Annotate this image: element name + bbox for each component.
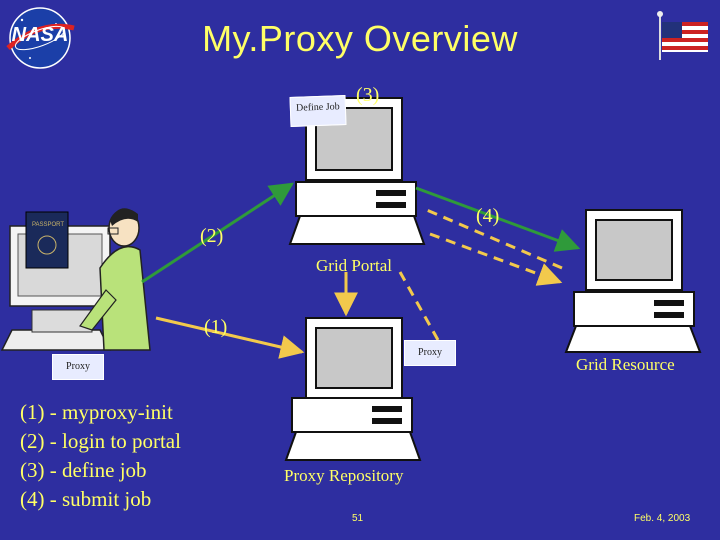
step1-label: (1) bbox=[204, 316, 228, 338]
proxy-note-right: Proxy bbox=[404, 340, 456, 366]
grid-portal-label: Grid Portal bbox=[316, 256, 393, 275]
nasa-logo-text: NASA bbox=[11, 24, 69, 46]
proxy-repository-computer-icon bbox=[284, 317, 422, 461]
step-item: (3) - define job bbox=[20, 458, 147, 482]
step2-label: (2) bbox=[200, 225, 224, 247]
footer-date: Feb. 4, 2003 bbox=[634, 513, 691, 524]
proxy-note-left: Proxy bbox=[52, 354, 104, 380]
step-item: (2) - login to portal bbox=[20, 429, 181, 453]
arrow-login-portal bbox=[141, 182, 295, 284]
slide-title: My.Proxy Overview bbox=[202, 18, 518, 59]
grid-portal-computer-icon bbox=[288, 97, 426, 245]
page-number: 51 bbox=[352, 513, 364, 524]
grid-resource-computer-icon bbox=[564, 209, 702, 353]
step-item: (1) - myproxy-init bbox=[20, 400, 173, 424]
define-job-label: Define Job bbox=[295, 101, 340, 114]
define-job-note: Define Job bbox=[289, 95, 347, 127]
proxy-label-right: Proxy bbox=[418, 347, 442, 358]
passport-label: PASSPORT bbox=[31, 222, 65, 228]
arrow-dashed-repository-portal bbox=[398, 271, 440, 341]
nasa-logo-icon bbox=[6, 7, 75, 69]
proxy-repository-label: Proxy Repository bbox=[284, 466, 404, 485]
arrow-dashed-resource-portal bbox=[421, 206, 563, 270]
step4-label: (4) bbox=[476, 205, 500, 227]
passport-icon bbox=[25, 211, 69, 269]
steps-list: (1) - myproxy-init (2) - login to portal… bbox=[20, 398, 181, 514]
arrow-submit-job bbox=[415, 186, 581, 252]
user-workstation-icon bbox=[0, 208, 151, 351]
proxy-label-left: Proxy bbox=[66, 361, 90, 372]
us-flag-icon bbox=[657, 11, 708, 60]
arrow-myproxy-init bbox=[155, 316, 305, 359]
grid-resource-label: Grid Resource bbox=[576, 355, 675, 374]
arrow-dashed-portal-resource bbox=[429, 232, 563, 286]
step-item: (4) - submit job bbox=[20, 487, 152, 511]
step3-label: (3) bbox=[356, 84, 380, 106]
